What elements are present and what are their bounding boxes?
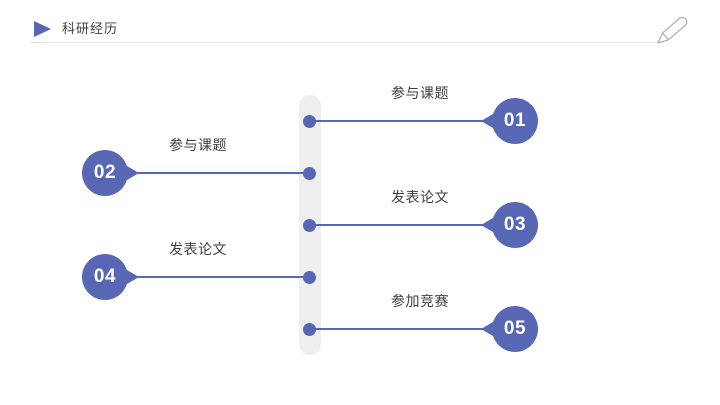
circle-tail bbox=[481, 114, 493, 128]
number-badge: 01 bbox=[492, 98, 538, 144]
connector-line bbox=[128, 276, 310, 278]
circle-tail bbox=[127, 166, 139, 180]
connector-line bbox=[128, 172, 310, 174]
timeline-label: 发表论文 bbox=[169, 241, 227, 257]
connector-line bbox=[310, 224, 492, 226]
number-badge: 02 bbox=[82, 150, 128, 196]
header-divider bbox=[30, 42, 661, 43]
connector-line bbox=[310, 120, 492, 122]
page-title: 科研经历 bbox=[62, 21, 119, 36]
timeline-dot bbox=[303, 322, 316, 336]
timeline-dot bbox=[303, 114, 316, 128]
timeline-label: 参与课题 bbox=[169, 137, 227, 153]
number-badge: 05 bbox=[492, 306, 538, 352]
timeline-dot bbox=[303, 218, 316, 232]
circle-tail bbox=[127, 270, 139, 284]
timeline-label: 参与课题 bbox=[391, 85, 449, 101]
timeline-label: 发表论文 bbox=[391, 189, 449, 205]
connector-line bbox=[310, 328, 492, 330]
circle-tail bbox=[481, 322, 493, 336]
circle-tail bbox=[481, 218, 493, 232]
triangle-right-icon bbox=[34, 21, 51, 37]
timeline-label: 参加竞赛 bbox=[391, 293, 449, 309]
pen-icon bbox=[657, 16, 688, 44]
number-badge: 03 bbox=[492, 202, 538, 248]
number-badge: 04 bbox=[82, 254, 128, 300]
